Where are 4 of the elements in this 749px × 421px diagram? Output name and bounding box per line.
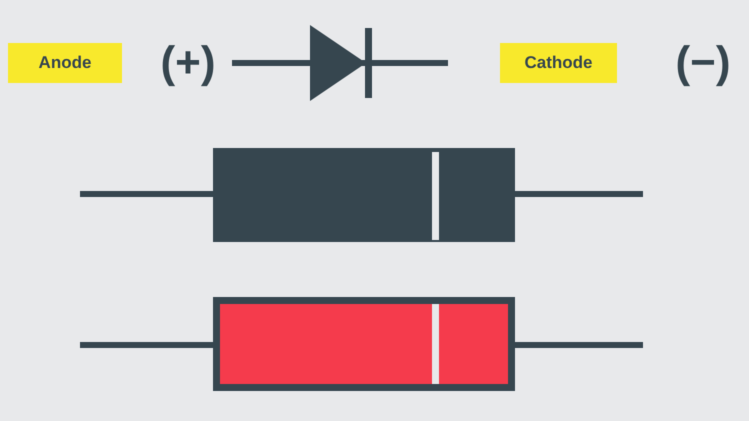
label-box: Anode	[8, 43, 122, 83]
label-box: Cathode	[500, 43, 617, 83]
polarity-sign: (+)	[160, 38, 216, 88]
polarity-sign: (−)	[674, 38, 732, 88]
